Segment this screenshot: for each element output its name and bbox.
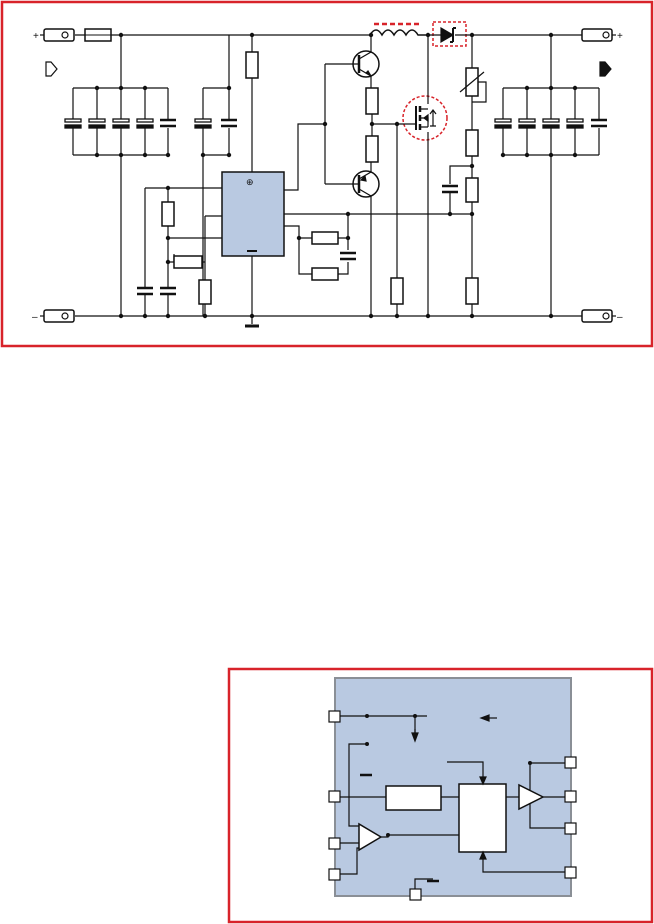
power-mosfet: [397, 35, 448, 316]
resistor-ic-bottom: [198, 279, 212, 305]
input-negative-terminal: –: [32, 309, 75, 323]
schematic-svg: + – + –: [0, 0, 654, 348]
schematic-frame: [0, 0, 654, 348]
potentiometer: [459, 67, 487, 103]
capacitor-feedback: [340, 251, 356, 261]
pin-right-2: [564, 790, 577, 803]
pin-left-1: [328, 710, 341, 723]
pin-right-3: [564, 822, 577, 835]
pin-left-4: [328, 868, 341, 881]
internal-output-driver: [518, 783, 545, 811]
input-positive-terminal: +: [33, 28, 75, 42]
pin-right-1: [564, 756, 577, 769]
input-arrow-icon: [45, 61, 58, 77]
ic-pins: [328, 710, 577, 901]
resistor-top-ic: [245, 51, 259, 79]
resistor-divider-2: [465, 177, 479, 203]
pin-bottom: [409, 888, 422, 901]
pin-left-2: [328, 790, 341, 803]
block-diagram-frame: [227, 667, 654, 924]
transistor-upper-npn: [352, 35, 380, 88]
capacitor-compensation: [442, 184, 458, 194]
svg-text:–: –: [617, 312, 623, 323]
block-junction-dots: [365, 714, 532, 837]
resistor-divider-1: [465, 129, 479, 157]
internal-reference-block: [385, 785, 442, 811]
diode-housing-dashed: [432, 21, 467, 47]
capacitor-ic-left-1: [137, 286, 153, 296]
block-diagram-panel: [227, 667, 654, 924]
resistor-gate-upper: [365, 87, 379, 115]
junction-dots: [94, 32, 578, 319]
schottky-diode: [428, 26, 470, 44]
resistor-ic-left: [161, 201, 175, 227]
control-ic: [221, 171, 285, 257]
output-capacitor-bank: [494, 35, 607, 316]
capacitor-ic-left-2: [160, 286, 176, 296]
resistor-ic-timing: [173, 255, 203, 269]
output-arrow-icon: [599, 61, 612, 77]
resistor-feedback-1: [311, 231, 339, 245]
output-negative-terminal: –: [581, 309, 623, 323]
schematic-panel: + – + –: [0, 0, 654, 348]
block-diagram-svg: [227, 667, 654, 924]
pin-left-3: [328, 837, 341, 850]
ic-internal-body: [334, 677, 572, 897]
transistor-lower-pnp: [352, 162, 380, 316]
inductor: [369, 29, 428, 37]
svg-text:–: –: [32, 312, 38, 323]
ic-supply-pin-symbol: ⊕: [246, 177, 254, 187]
input-capacitor-bank: [64, 35, 237, 316]
resistor-feedback-2: [311, 267, 339, 281]
svg-text:+: +: [617, 31, 623, 42]
internal-logic-block: [458, 783, 507, 853]
svg-text:+: +: [33, 31, 39, 42]
resistor-gate-lower: [365, 135, 379, 163]
resistor-gate-pulldown: [390, 277, 404, 305]
output-positive-terminal: +: [581, 28, 623, 42]
resistor-divider-3: [465, 277, 479, 305]
internal-error-amplifier: [358, 822, 383, 852]
pin-right-4: [564, 866, 577, 879]
